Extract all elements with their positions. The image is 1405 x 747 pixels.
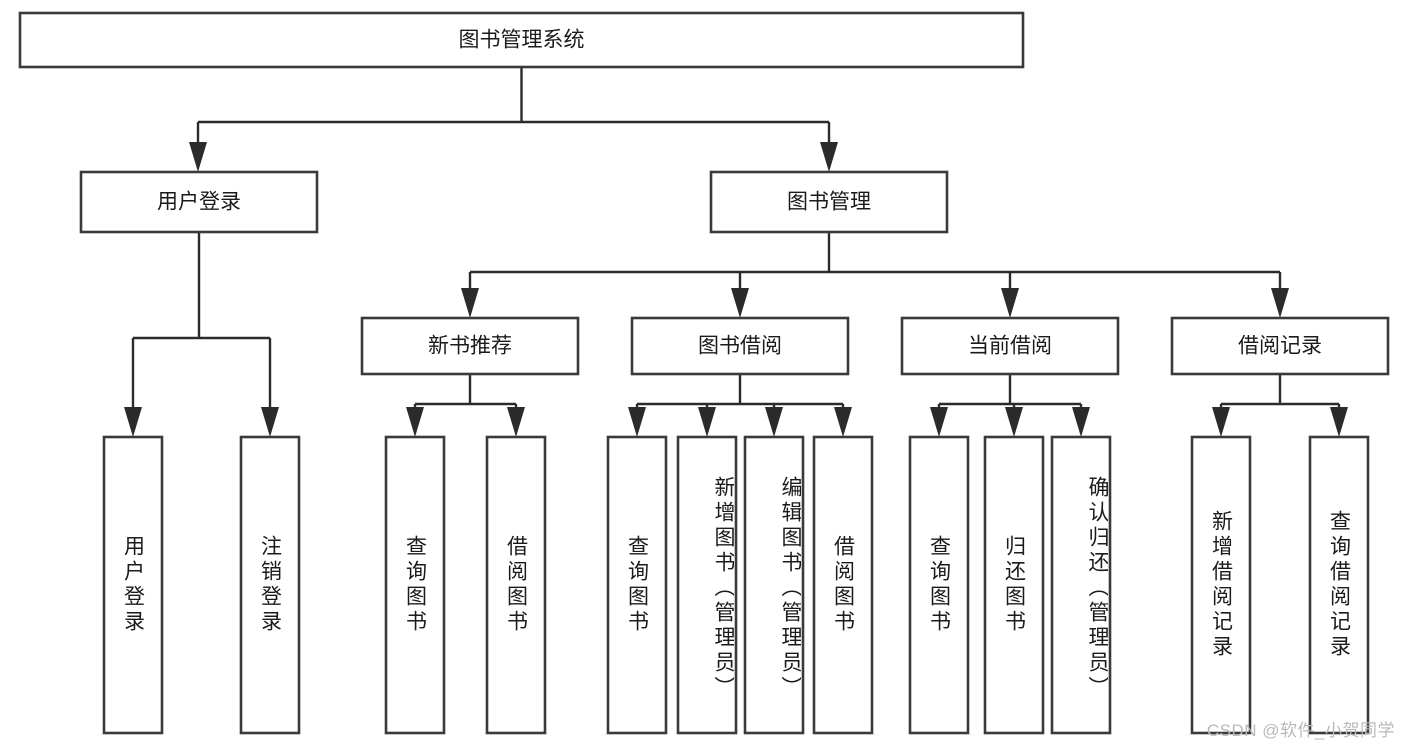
- leaf-logout[interactable]: 注销登录: [239, 435, 301, 735]
- leaf-query-borrow-record-label: 查询借阅记录: [1327, 510, 1351, 660]
- leaf-user-login-box[interactable]: [102, 435, 164, 735]
- leaf-query-book-recommend[interactable]: 查询图书: [384, 435, 446, 735]
- leaf-logout-box[interactable]: [239, 435, 301, 735]
- leaf-borrow-book-recommend[interactable]: 借阅图书: [485, 435, 547, 735]
- node-borrow-record-label: 借阅记录: [1238, 335, 1322, 358]
- arrow-head-icon: [834, 407, 852, 437]
- arrow-head-icon: [820, 142, 838, 172]
- arrow-head-icon: [628, 407, 646, 437]
- node-current-borrow-box[interactable]: [900, 316, 1120, 376]
- connector-layer: [124, 67, 1348, 437]
- leaf-add-borrow-record-box[interactable]: [1190, 435, 1252, 735]
- leaf-return-book-box[interactable]: [983, 435, 1045, 735]
- leaf-logout-label: 注销登录: [258, 535, 282, 635]
- node-borrow-record-box[interactable]: [1170, 316, 1390, 376]
- leaf-query-borrow-record-box[interactable]: [1308, 435, 1370, 735]
- arrow-head-icon: [507, 407, 525, 437]
- arrow-head-icon: [1001, 288, 1019, 318]
- leaf-user-login[interactable]: 用户登录: [102, 435, 164, 735]
- leaf-query-book-borrow[interactable]: 查询图书: [606, 435, 668, 735]
- leaf-borrow-book-box[interactable]: [812, 435, 874, 735]
- node-user-login[interactable]: 用户登录: [79, 170, 319, 234]
- leaf-borrow-book[interactable]: 借阅图书: [812, 435, 874, 735]
- leaf-edit-book-admin-box[interactable]: [743, 435, 805, 735]
- arrow-head-icon: [1072, 407, 1090, 437]
- arrow-head-icon: [930, 407, 948, 437]
- node-current-borrow-label: 当前借阅: [968, 335, 1052, 358]
- arrow-head-icon: [698, 407, 716, 437]
- leaf-edit-book-admin[interactable]: 编辑图书（管理员）: [743, 435, 805, 735]
- arrow-head-icon: [1271, 288, 1289, 318]
- leaf-query-book-borrow-box[interactable]: [606, 435, 668, 735]
- arrow-head-icon: [1330, 407, 1348, 437]
- node-new-book-recommend-label: 新书推荐: [428, 335, 512, 358]
- node-book-borrow-label: 图书借阅: [698, 335, 782, 358]
- arrow-head-icon: [765, 407, 783, 437]
- leaf-query-book-current-label: 查询图书: [927, 535, 951, 635]
- arrow-head-icon: [1212, 407, 1230, 437]
- leaf-query-borrow-record[interactable]: 查询借阅记录: [1308, 435, 1370, 735]
- leaf-confirm-return-admin[interactable]: 确认归还（管理员）: [1050, 435, 1112, 735]
- leaf-edit-book-admin-label: 编辑图书（管理员）: [779, 475, 801, 701]
- node-book-management-label: 图书管理: [787, 191, 871, 214]
- node-user-login-box[interactable]: [79, 170, 319, 234]
- leaf-borrow-book-recommend-box[interactable]: [485, 435, 547, 735]
- node-user-login-label: 用户登录: [157, 191, 241, 214]
- node-book-management[interactable]: 图书管理: [709, 170, 949, 234]
- leaf-return-book-label: 归还图书: [1002, 535, 1026, 635]
- leaf-add-book-admin[interactable]: 新增图书（管理员）: [676, 435, 738, 735]
- leaf-borrow-book-label: 借阅图书: [831, 535, 855, 635]
- arrow-head-icon: [261, 407, 279, 437]
- arrow-head-icon: [124, 407, 142, 437]
- leaf-add-borrow-record[interactable]: 新增借阅记录: [1190, 435, 1252, 735]
- node-current-borrow[interactable]: 当前借阅: [900, 316, 1120, 376]
- node-new-book-recommend[interactable]: 新书推荐: [360, 316, 580, 376]
- arrow-head-icon: [1005, 407, 1023, 437]
- leaf-borrow-book-recommend-label: 借阅图书: [504, 535, 528, 635]
- node-book-management-box[interactable]: [709, 170, 949, 234]
- leaf-add-borrow-record-label: 新增借阅记录: [1209, 510, 1233, 660]
- node-book-borrow[interactable]: 图书借阅: [630, 316, 850, 376]
- arrow-head-icon: [406, 407, 424, 437]
- node-borrow-record[interactable]: 借阅记录: [1170, 316, 1390, 376]
- arrow-head-icon: [731, 288, 749, 318]
- node-root-box[interactable]: [18, 11, 1025, 69]
- leaf-query-book-recommend-label: 查询图书: [403, 535, 427, 635]
- node-new-book-recommend-box[interactable]: [360, 316, 580, 376]
- node-book-borrow-box[interactable]: [630, 316, 850, 376]
- leaf-query-book-recommend-box[interactable]: [384, 435, 446, 735]
- leaf-return-book[interactable]: 归还图书: [983, 435, 1045, 735]
- node-root[interactable]: 图书管理系统: [18, 11, 1025, 69]
- leaf-confirm-return-admin-box[interactable]: [1050, 435, 1112, 735]
- node-root-label: 图书管理系统: [459, 29, 585, 52]
- arrow-head-icon: [189, 142, 207, 172]
- leaf-add-book-admin-label: 新增图书（管理员）: [712, 475, 734, 701]
- arrow-head-icon: [461, 288, 479, 318]
- leaf-confirm-return-admin-label: 确认归还（管理员）: [1086, 475, 1108, 701]
- leaf-query-book-current[interactable]: 查询图书: [908, 435, 970, 735]
- leaf-user-login-label: 用户登录: [121, 535, 145, 635]
- leaf-query-book-current-box[interactable]: [908, 435, 970, 735]
- leaf-query-book-borrow-label: 查询图书: [625, 535, 649, 635]
- leaf-add-book-admin-box[interactable]: [676, 435, 738, 735]
